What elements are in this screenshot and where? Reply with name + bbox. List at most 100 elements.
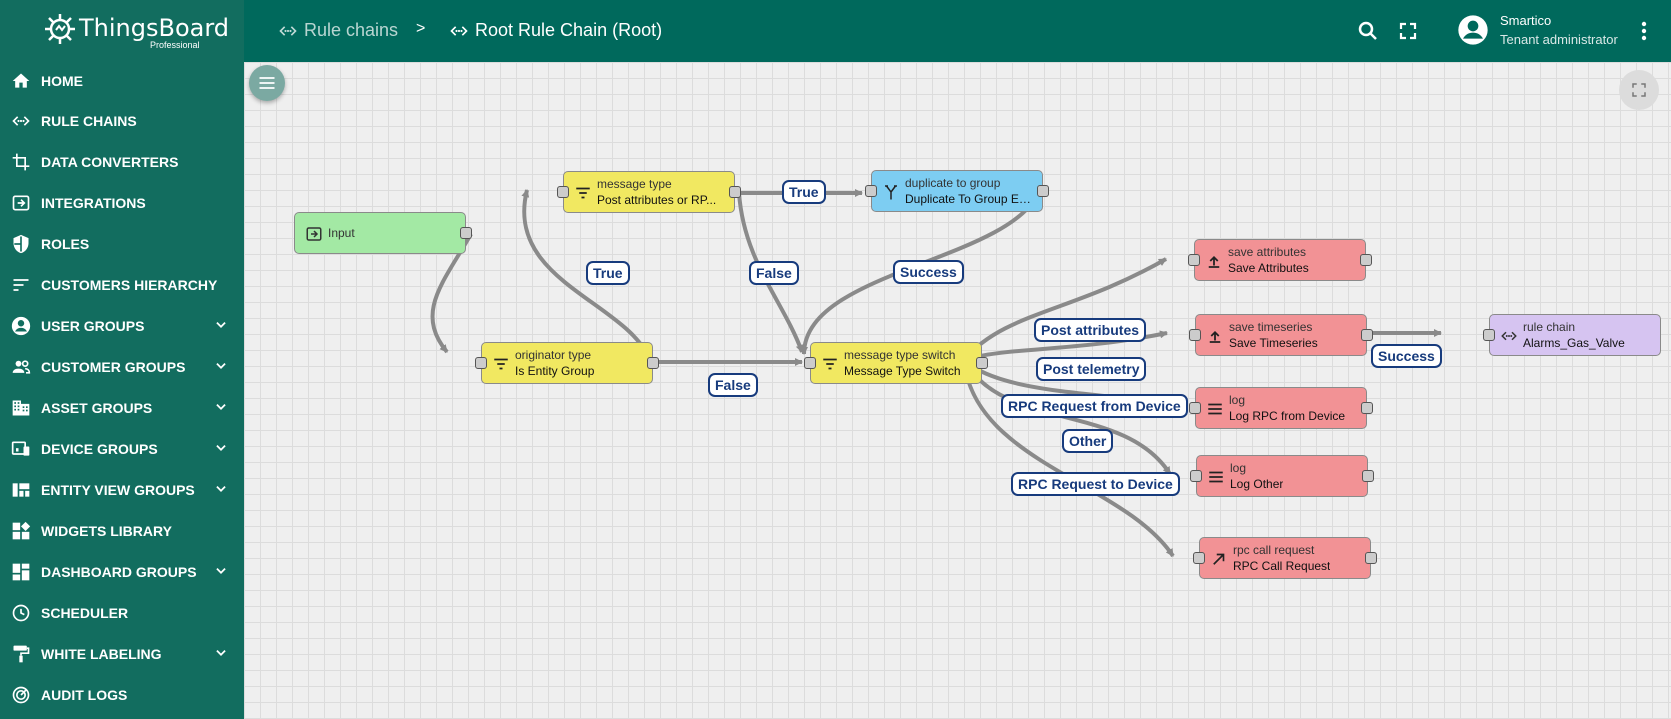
- node-name: Message Type Switch: [844, 364, 961, 378]
- sidebar-item-widgets-library[interactable]: WIDGETS LIBRARY: [0, 510, 244, 551]
- input-icon: [10, 192, 32, 214]
- node-type: log: [1230, 461, 1247, 475]
- input-port[interactable]: [865, 185, 877, 197]
- sidebar-item-customers-hierarchy[interactable]: CUSTOMERS HIERARCHY: [0, 264, 244, 305]
- sidebar-item-asset-groups[interactable]: ASSET GROUPS: [0, 387, 244, 428]
- node-log-rpc-from-device[interactable]: log Log RPC from Device: [1189, 387, 1373, 429]
- input-port[interactable]: [804, 357, 816, 369]
- input-port[interactable]: [1188, 254, 1200, 266]
- filter-icon: [823, 358, 837, 370]
- link-label-rpc-to-device[interactable]: RPC Request to Device: [1011, 472, 1180, 496]
- link-originator-mt[interactable]: [521, 189, 653, 363]
- sidebar-item-home[interactable]: HOME: [0, 60, 244, 101]
- sidebar-item-rule-chains[interactable]: RULE CHAINS: [0, 100, 244, 141]
- code-arrows-icon: [279, 25, 297, 36]
- sidebar-item-audit-logs[interactable]: AUDIT LOGS: [0, 674, 244, 715]
- node-name: Log Other: [1230, 477, 1284, 491]
- sidebar-item-integrations[interactable]: INTEGRATIONS: [0, 182, 244, 223]
- crop-icon: [10, 151, 32, 173]
- link-label-post-telemetry[interactable]: Post telemetry: [1036, 357, 1147, 381]
- avatar[interactable]: [1457, 14, 1489, 46]
- chevron-down-icon: [216, 322, 226, 328]
- link-label-false[interactable]: False: [749, 261, 799, 285]
- code-arrows-icon: [1501, 331, 1517, 341]
- output-port[interactable]: [1361, 329, 1373, 341]
- node-input[interactable]: Input: [294, 212, 472, 254]
- sidebar-item-customer-groups[interactable]: CUSTOMER GROUPS: [0, 346, 244, 387]
- sidebar-item-data-converters[interactable]: DATA CONVERTERS: [0, 141, 244, 182]
- link-label-other[interactable]: Other: [1062, 429, 1114, 453]
- sidebar-item-scheduler[interactable]: SCHEDULER: [0, 592, 244, 633]
- output-port[interactable]: [460, 227, 472, 239]
- output-port[interactable]: [1361, 402, 1373, 414]
- breadcrumb-separator: >: [416, 20, 426, 37]
- node-message-type-switch[interactable]: message type switch Message Type Switch: [804, 342, 988, 384]
- link-label-true[interactable]: True: [782, 180, 826, 204]
- output-port[interactable]: [647, 357, 659, 369]
- canvas-fullscreen-button[interactable]: [1619, 70, 1659, 110]
- logo-text: ThingsBoard: [79, 14, 230, 42]
- link-label-false[interactable]: False: [708, 373, 758, 397]
- sidebar-item-device-groups[interactable]: DEVICE GROUPS: [0, 428, 244, 469]
- output-port[interactable]: [1360, 254, 1372, 266]
- node-type: message type: [597, 177, 672, 191]
- node-rule-chain[interactable]: rule chain Alarms_Gas_Valve: [1483, 314, 1661, 356]
- sidebar-item-label: DASHBOARD GROUPS: [41, 563, 197, 580]
- input-port[interactable]: [1189, 329, 1201, 341]
- input-port[interactable]: [1193, 552, 1205, 564]
- node-name: Alarms_Gas_Valve: [1523, 336, 1625, 350]
- node-message-type[interactable]: message type Post attributes or RP...: [557, 171, 741, 213]
- chevron-down-icon: [216, 486, 226, 492]
- rule-chain-canvas[interactable]: Input message type Post attributes or RP…: [244, 62, 1671, 719]
- node-save-attributes[interactable]: save attributes Save Attributes: [1188, 239, 1372, 281]
- node-log-other[interactable]: log Log Other: [1190, 455, 1374, 497]
- breadcrumb-rule-chains[interactable]: Rule chains: [276, 20, 398, 41]
- chevron-down-icon: [216, 568, 226, 574]
- sidebar-item-label: HOME: [41, 72, 83, 89]
- code-arrows-icon: [10, 110, 32, 132]
- node-save-timeseries[interactable]: save timeseries Save Timeseries: [1189, 314, 1373, 356]
- sidebar-item-label: USER GROUPS: [41, 317, 145, 334]
- link-label-rpc-from-device[interactable]: RPC Request from Device: [1001, 394, 1188, 418]
- node-originator-type[interactable]: originator type Is Entity Group: [475, 342, 659, 384]
- sidebar-item-user-groups[interactable]: USER GROUPS: [0, 305, 244, 346]
- widgets-icon: [10, 520, 32, 542]
- sidebar-item-dashboard-groups[interactable]: DASHBOARD GROUPS: [0, 551, 244, 592]
- link-label-post-attributes[interactable]: Post attributes: [1034, 318, 1147, 342]
- node-type: originator type: [515, 348, 592, 362]
- output-port[interactable]: [1365, 552, 1377, 564]
- node-rpc-call-request[interactable]: rpc call request RPC Call Request: [1193, 537, 1377, 579]
- node-type: save timeseries: [1229, 320, 1313, 334]
- sidebar-item-roles[interactable]: ROLES: [0, 223, 244, 264]
- dashboard-icon: [10, 561, 32, 583]
- node-duplicate-to-group[interactable]: duplicate to group Duplicate To Group En…: [865, 170, 1049, 212]
- output-port[interactable]: [1362, 470, 1374, 482]
- sidebar-item-label: DATA CONVERTERS: [41, 153, 179, 170]
- link-switch-rpc-call[interactable]: [962, 359, 1175, 558]
- logo[interactable]: ThingsBoard Professional: [0, 0, 244, 62]
- link-label-success[interactable]: Success: [893, 260, 964, 284]
- link-switch-save-attr[interactable]: [962, 257, 1167, 362]
- input-port[interactable]: [557, 186, 569, 198]
- output-port[interactable]: [976, 357, 988, 369]
- toggle-node-library-button[interactable]: [249, 65, 285, 101]
- sidebar-item-white-labeling[interactable]: WHITE LABELING: [0, 633, 244, 674]
- node-type: rpc call request: [1233, 543, 1315, 557]
- top-bar: Rule chains > Root Rule Chain (Root) Sma…: [244, 0, 1671, 62]
- more-vert-icon[interactable]: [1632, 19, 1656, 43]
- output-port[interactable]: [729, 186, 741, 198]
- sidebar-item-label: AUDIT LOGS: [41, 686, 128, 703]
- input-port[interactable]: [1189, 402, 1201, 414]
- link-label-true[interactable]: True: [586, 261, 630, 285]
- sidebar-item-label: RULE CHAINS: [41, 112, 137, 129]
- sidebar-item-entity-view-groups[interactable]: ENTITY VIEW GROUPS: [0, 469, 244, 510]
- code-arrows-icon: [450, 25, 468, 36]
- input-port[interactable]: [475, 357, 487, 369]
- output-port[interactable]: [1037, 185, 1049, 197]
- input-port[interactable]: [1190, 470, 1202, 482]
- input-port[interactable]: [1483, 329, 1495, 341]
- track-changes-icon: [10, 684, 32, 706]
- search-icon[interactable]: [1356, 19, 1380, 43]
- fullscreen-icon[interactable]: [1396, 19, 1420, 43]
- link-label-success[interactable]: Success: [1371, 344, 1442, 368]
